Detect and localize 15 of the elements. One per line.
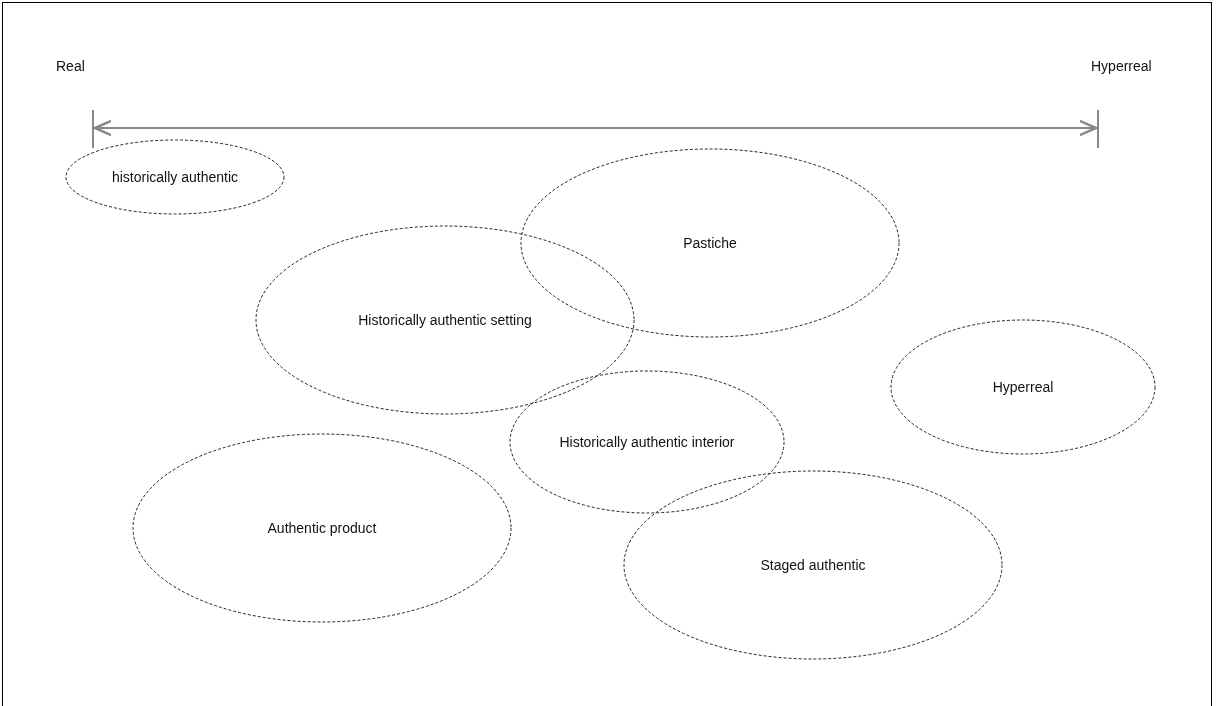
ellipse-label: Pastiche [682,235,738,251]
dashed-ellipse [65,139,285,215]
ellipse-label: Historically authentic setting [357,312,533,328]
scale-end-label: Hyperreal [1091,58,1152,74]
dashed-ellipse [132,433,512,623]
dashed-ellipse [509,370,785,514]
ellipse-label: historically authentic [110,169,240,185]
ellipse-label: Historically authentic interior [558,434,736,450]
ellipse-label: Hyperreal [991,379,1055,395]
dashed-ellipse [623,470,1003,660]
scale-end-label: Real [56,58,85,74]
dashed-ellipse [890,319,1156,455]
ellipse-label: Staged authentic [759,557,867,573]
ellipse-label: Authentic product [266,520,378,536]
dashed-ellipse [255,225,635,415]
